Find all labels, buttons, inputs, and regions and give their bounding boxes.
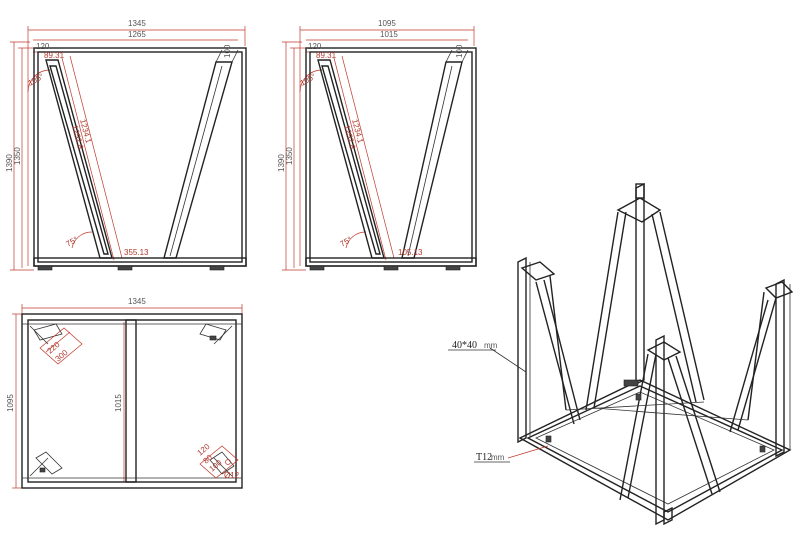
plan-view: 1345 1095 1015 220 300 120 80 100 Ø12 [6, 297, 243, 489]
side-angle-top: 105° [299, 72, 318, 88]
front-angle-bottom: 75° [65, 235, 80, 249]
front-angle-top: 105° [27, 72, 46, 88]
front-right-offset: 100 [223, 44, 232, 58]
side-right-offset: 100 [455, 44, 464, 58]
front-inner-width: 1265 [128, 30, 146, 39]
side-inner-height: 1350 [285, 147, 294, 165]
side-angle-bottom: 75° [339, 235, 354, 249]
side-top-chamfer: 89.31 [316, 51, 337, 60]
plan-center-span: 1015 [114, 394, 123, 412]
front-view: 1345 1265 120 100 1390 1350 89.31 105° 1… [5, 19, 247, 271]
tube-size-label: 40*40 [452, 340, 477, 351]
side-overall-width: 1095 [378, 19, 396, 28]
plan-hole: Ø12 [224, 471, 240, 480]
plate-thickness-label: T12 [476, 452, 492, 463]
side-view: 1095 1015 120 100 1390 1350 89.31 105° 1… [277, 19, 477, 271]
side-inner-width: 1015 [380, 30, 398, 39]
plan-width: 1345 [128, 297, 146, 306]
tube-size-unit: mm [484, 341, 498, 350]
side-overall-height: 1390 [277, 154, 286, 172]
front-bottom-offset: 355.13 [124, 248, 149, 257]
front-overall-height: 1390 [5, 154, 14, 172]
front-top-chamfer: 89.31 [44, 51, 65, 60]
plan-depth: 1095 [6, 394, 15, 412]
front-overall-width: 1345 [128, 19, 146, 28]
side-left-offset: 120 [308, 42, 322, 51]
isometric-view: 40*40 mm T12 mm [448, 182, 794, 526]
front-left-offset: 120 [36, 42, 50, 51]
side-bottom-offset: 105.13 [398, 248, 423, 257]
plate-thickness-unit: mm [491, 453, 505, 462]
front-inner-height: 1350 [13, 147, 22, 165]
